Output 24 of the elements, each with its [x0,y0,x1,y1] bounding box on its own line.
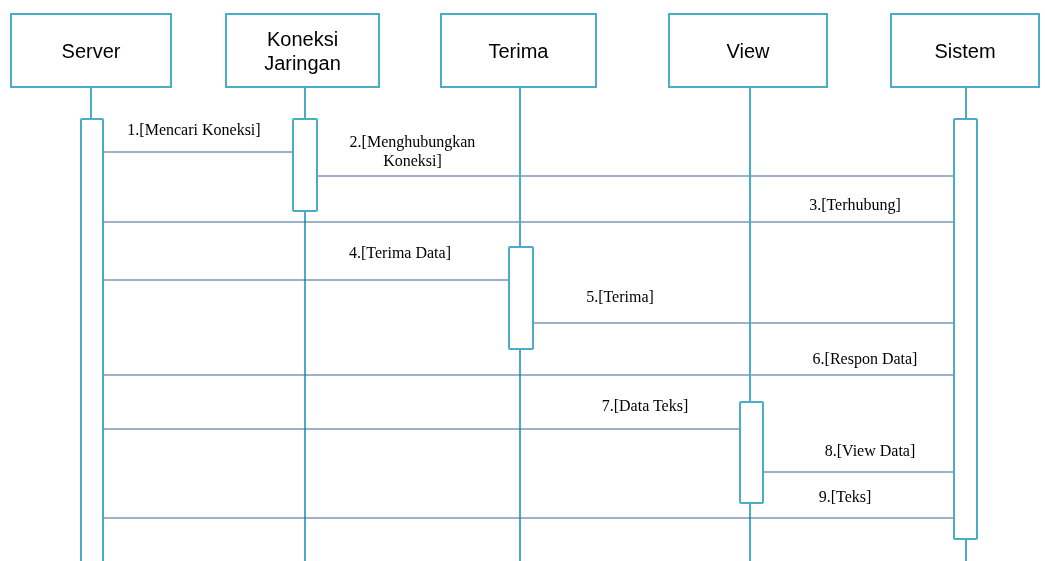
message-line [763,471,954,473]
message-line [103,428,740,430]
message-line [103,517,954,519]
lifeline-header-box: View [668,13,828,88]
message-line [533,322,954,324]
message-line [317,175,954,177]
lifeline [749,87,751,402]
message-line [103,374,954,376]
lifeline-header-box: Koneksi Jaringan [225,13,380,88]
lifeline [304,87,306,119]
lifeline-header-box: Server [10,13,172,88]
message-line [103,221,954,223]
message-line [103,279,509,281]
lifeline [965,87,967,119]
lifeline-header-box: Sistem [890,13,1040,88]
lifeline [519,87,521,247]
activation-bar [508,246,534,350]
activation-bar [80,118,104,561]
activation-bar [953,118,978,540]
lifeline-header-box: Terima [440,13,597,88]
activation-bar [292,118,318,212]
activation-bar [739,401,764,504]
message-line [103,151,293,153]
lifeline [90,87,92,119]
